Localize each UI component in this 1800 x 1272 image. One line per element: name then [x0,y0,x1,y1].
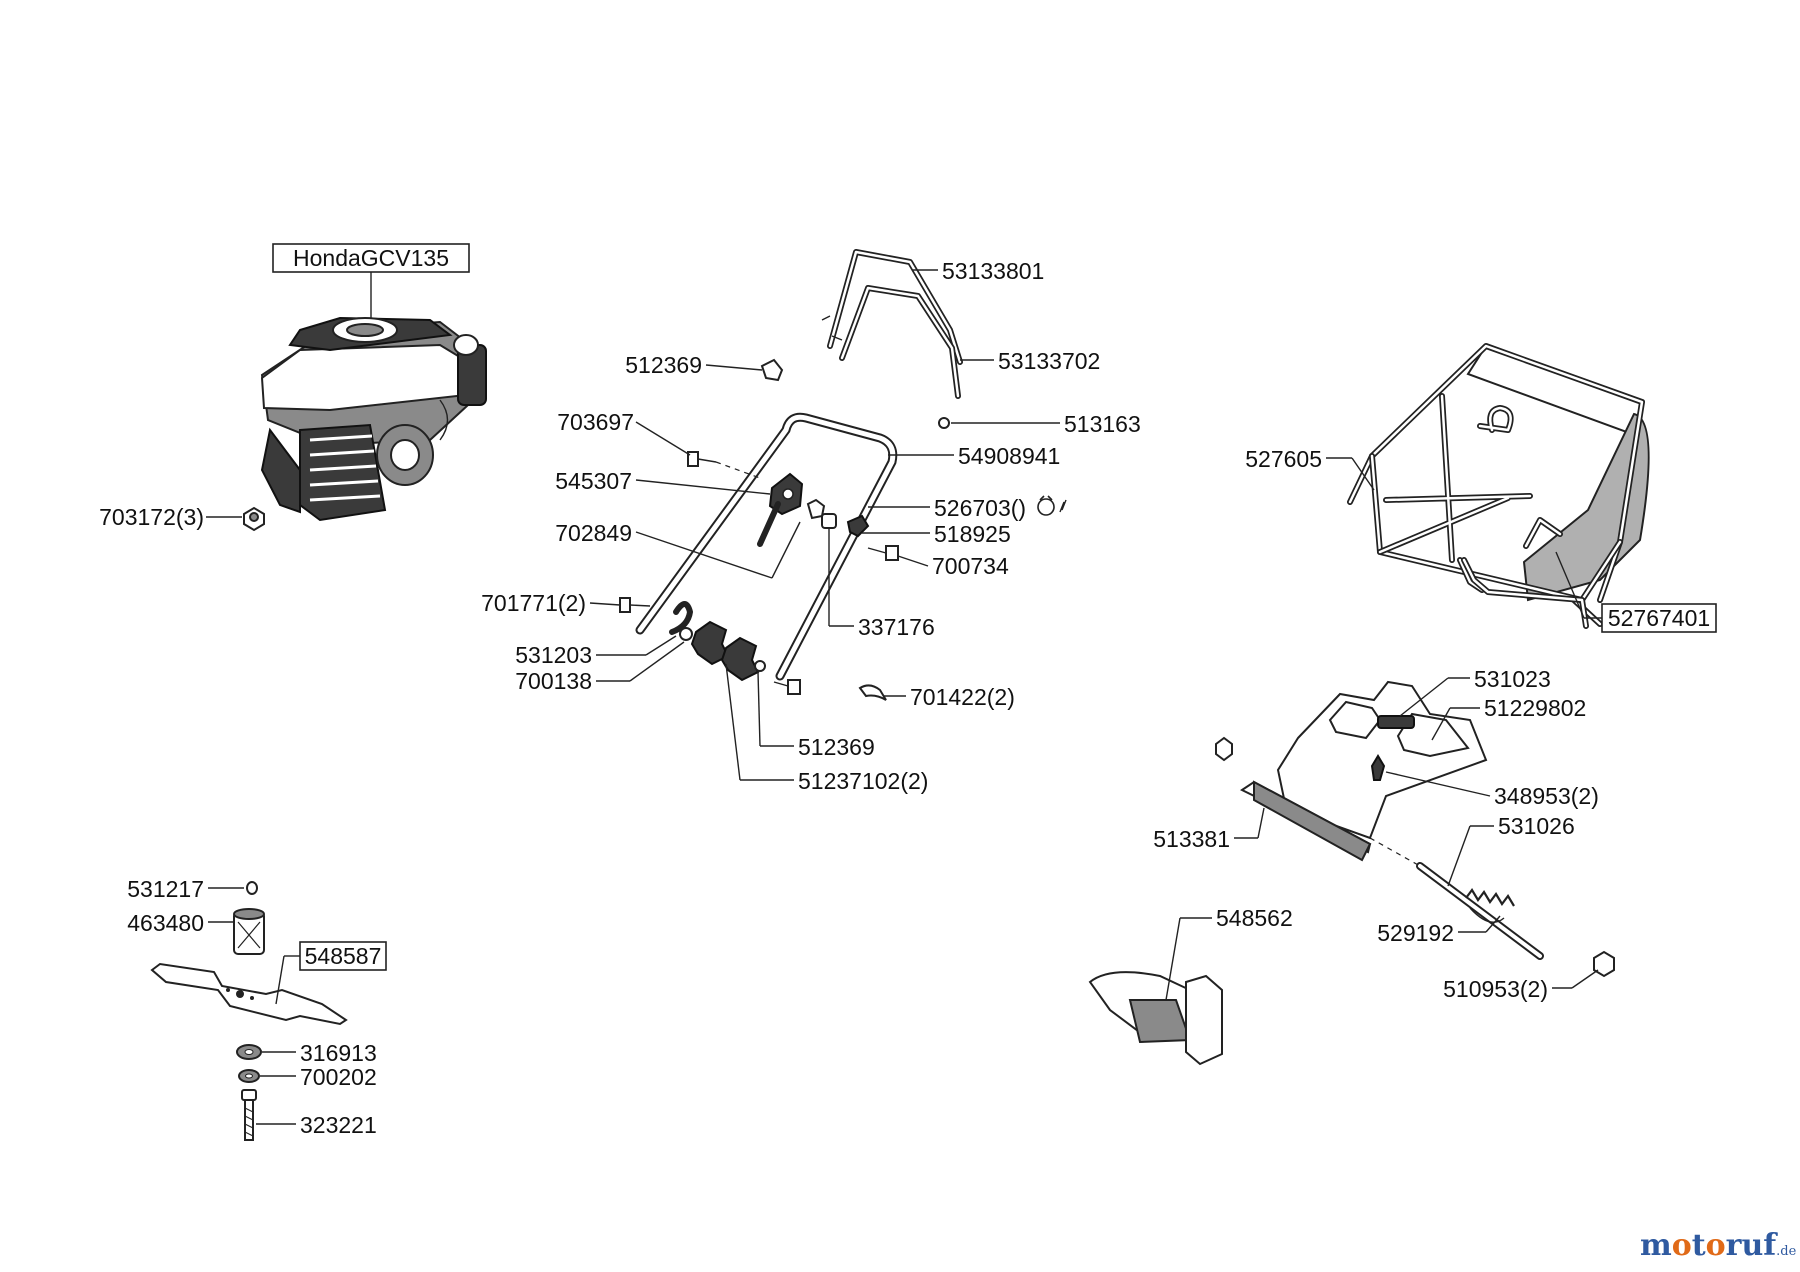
label-53133801: 53133801 [942,258,1044,284]
hairpin-531203 [669,601,693,635]
label-527605: 527605 [1245,446,1322,472]
engine-illustration [260,316,487,522]
bolt-handle-bottom [773,679,801,695]
label-316913: 316913 [300,1040,377,1066]
nut-510953 [1593,950,1615,978]
clip-symbol-icon [1037,495,1067,516]
axle-531026 [1416,862,1544,960]
label-54908941: 54908941 [958,443,1060,469]
nut-flap-left [1215,736,1233,762]
label-323221: 323221 [300,1112,377,1138]
clamp-701422 [858,684,887,701]
label-703172: 703172(3) [99,504,204,530]
engine-cooling-fins [309,434,381,502]
washer-700202 [238,1069,260,1083]
clip-512369-top [760,358,784,382]
mulch-plug-548562 [1088,971,1223,1066]
label-51229802: 51229802 [1484,695,1586,721]
washer-700138 [679,627,693,641]
spring-702849 [757,501,781,547]
label-529192: 529192 [1377,920,1454,946]
bolt-323221 [241,1089,257,1141]
rear-flap-51229802 [1276,680,1488,840]
label-702849: 702849 [555,520,632,546]
label-52767401: 52767401 [1608,605,1710,631]
label-51237102: 51237102(2) [798,768,928,794]
label-53133702: 53133702 [998,348,1100,374]
blade-548587 [150,962,348,1026]
grass-catcher-frame-527605 [1347,343,1650,629]
rivet-348953 [1370,754,1386,781]
label-526703: 526703() [934,495,1026,521]
bolt-701771 [619,597,651,613]
washer-316913 [236,1044,262,1060]
label-348953: 348953(2) [1494,783,1599,809]
label-531026: 531026 [1498,813,1575,839]
upper-bail-53133801 [827,249,963,365]
label-512369-bottom: 512369 [798,734,875,760]
engine-label: HondaGCV135 [293,245,449,271]
brand-logo: motoruf.de [1640,1228,1797,1263]
label-548587: 548587 [305,943,382,969]
label-545307: 545307 [555,468,632,494]
strip-513381 [1240,780,1372,862]
spacer-337176 [806,498,837,529]
key-531217 [246,881,258,895]
label-518925: 518925 [934,521,1011,547]
clip-512369-bottom [754,660,766,672]
label-463480: 463480 [127,910,204,936]
label-510953: 510953(2) [1443,976,1548,1002]
blade-adapter-463480 [233,908,265,955]
label-531217: 531217 [127,876,204,902]
catcher-bag-label-box [1601,603,1717,633]
bolt-703697 [687,451,717,467]
label-337176: 337176 [858,614,935,640]
label-513381: 513381 [1153,826,1230,852]
label-703697: 703697 [557,409,634,435]
label-531023: 531023 [1474,666,1551,692]
label-700138: 700138 [515,668,592,694]
screw-700734 [867,545,899,561]
label-700202: 700202 [300,1064,377,1090]
clip-526703 [846,514,870,538]
washer-513163 [938,417,950,429]
nut-703172 [243,506,265,532]
label-700734: 700734 [932,553,1009,579]
label-513163: 513163 [1064,411,1141,437]
label-701422: 701422(2) [910,684,1015,710]
label-701771: 701771(2) [481,590,586,616]
label-512369-top: 512369 [625,352,702,378]
label-548562: 548562 [1216,905,1293,931]
lower-bail-53133702 [839,285,961,399]
label-531203: 531203 [515,642,592,668]
spring-529192-leg [1469,907,1505,923]
spring-529192 [1465,888,1515,907]
